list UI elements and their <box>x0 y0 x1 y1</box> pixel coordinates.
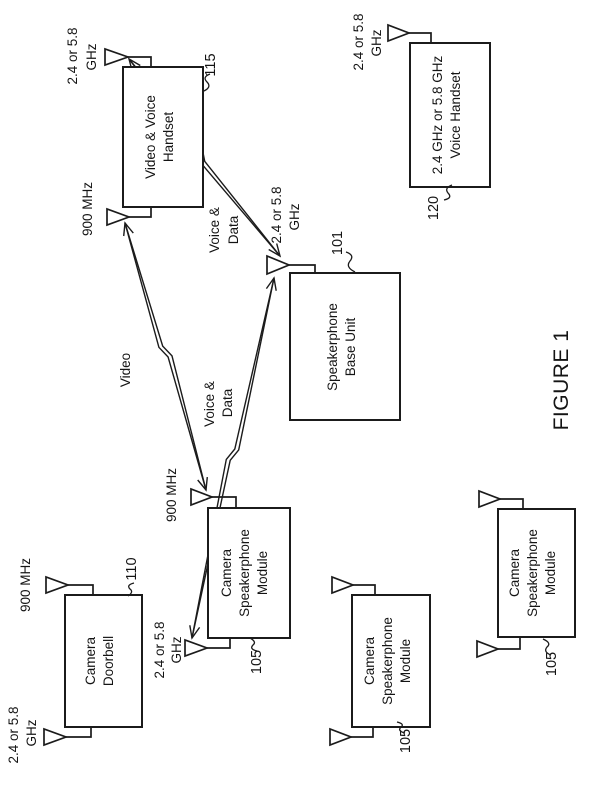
antenna-icon <box>476 637 521 659</box>
freq-label-voice-handset-line1: 2.4 or 5.8 <box>351 13 366 70</box>
leader-squiggle <box>203 73 211 92</box>
node-video-voice-handset: Video & Voice Handset 115 <box>104 47 219 227</box>
node-camera-doorbell: Camera Doorbell 110 <box>43 557 143 747</box>
arrowhead <box>123 221 134 237</box>
leader-squiggle <box>127 582 135 597</box>
freq-label-doorbell-bottom-line2: GHz <box>24 719 39 746</box>
node-camera-speakerphone-module-3: Camera Speakerphone Module 105 <box>476 489 576 676</box>
freq-label-handset-top-line1: 2.4 or 5.8 <box>65 27 80 84</box>
antenna-icon <box>387 23 432 43</box>
box-label: Camera <box>507 549 522 598</box>
figure-caption: FIGURE 1 <box>550 330 573 431</box>
antenna-icon <box>45 575 94 595</box>
device-box <box>207 507 291 639</box>
freq-label-handset-bottom: 900 MHz <box>80 182 95 236</box>
freq-label-handset-top-line2: GHz <box>84 43 99 70</box>
freq-label-doorbell-bottom-line1: 2.4 or 5.8 <box>6 706 21 763</box>
device-box <box>409 42 491 188</box>
box-label: Base Unit <box>343 317 358 376</box>
ref-numeral-110: 110 <box>124 557 140 580</box>
link-label-voice-data-lower-line2: Data <box>220 388 235 417</box>
box-label: 2.4 GHz or 5.8 GHz <box>430 55 445 174</box>
antenna-icon <box>331 575 376 595</box>
ref-numeral-101: 101 <box>330 231 346 255</box>
box-label: Voice Handset <box>448 71 463 158</box>
freq-label-module-top: 900 MHz <box>164 468 179 522</box>
arrowhead <box>268 243 282 258</box>
link-label-video: Video <box>118 353 133 387</box>
freq-label-doorbell-top: 900 MHz <box>18 558 33 612</box>
arrowhead <box>197 477 208 492</box>
ref-numeral-115: 115 <box>203 53 219 76</box>
antenna-icon <box>104 47 152 67</box>
ref-numeral-105: 105 <box>249 650 265 674</box>
freq-label-voice-handset-line2: GHz <box>369 29 384 56</box>
wireless-link-video <box>123 221 208 492</box>
box-label: Speakerphone <box>525 529 540 617</box>
freq-label-base-unit-line2: GHz <box>287 203 302 230</box>
box-label: Speakerphone <box>237 529 252 617</box>
box-label: Module <box>398 639 413 683</box>
leader-squiggle <box>249 637 258 652</box>
box-label: Module <box>543 551 558 595</box>
box-label: Video & Voice <box>143 95 158 179</box>
arrowhead <box>189 625 201 640</box>
antenna-icon <box>329 727 374 747</box>
freq-label-base-unit-line1: 2.4 or 5.8 <box>269 186 284 243</box>
leader-squiggle <box>542 638 552 656</box>
antenna-icon <box>106 207 152 227</box>
box-label: Doorbell <box>101 636 116 686</box>
node-camera-speakerphone-module-1: Camera Speakerphone Module 105 <box>184 487 291 674</box>
leader-squiggle <box>396 721 406 734</box>
box-label: Camera <box>362 637 377 686</box>
node-camera-speakerphone-module-2: Camera Speakerphone Module 105 <box>329 575 431 753</box>
arrowhead <box>265 276 277 291</box>
device-box <box>497 508 576 638</box>
box-label: Handset <box>161 112 176 163</box>
device-box <box>122 66 204 208</box>
device-box <box>64 594 143 728</box>
freq-label-module-bottom-line1: 2.4 or 5.8 <box>152 621 167 678</box>
antenna-icon <box>478 489 524 509</box>
node-speakerphone-base-unit: Speakerphone Base Unit 101 <box>266 231 401 421</box>
box-label: Speakerphone <box>380 617 395 705</box>
box-label: Module <box>255 551 270 595</box>
ref-numeral-120: 120 <box>426 196 442 220</box>
antenna-icon <box>184 638 231 658</box>
antenna-icon <box>43 727 92 747</box>
box-label: Camera <box>83 637 98 686</box>
ref-numeral-105: 105 <box>544 652 560 676</box>
box-label: Speakerphone <box>325 303 340 391</box>
node-voice-handset: 2.4 GHz or 5.8 GHz Voice Handset 120 <box>387 23 491 220</box>
link-label-voice-data-upper-line1: Voice & <box>207 207 222 253</box>
leader-squiggle <box>443 184 453 201</box>
box-label: Camera <box>219 549 234 598</box>
device-box <box>289 272 401 421</box>
link-label-voice-data-upper-line2: Data <box>226 215 241 244</box>
link-label-voice-data-lower-line1: Voice & <box>202 381 217 427</box>
device-box <box>351 594 431 728</box>
ref-numeral-105: 105 <box>398 729 414 753</box>
leader-squiggle <box>345 251 356 273</box>
antenna-icon <box>266 254 316 276</box>
antenna-icon <box>190 487 237 508</box>
freq-label-module-bottom-line2: GHz <box>169 636 184 663</box>
